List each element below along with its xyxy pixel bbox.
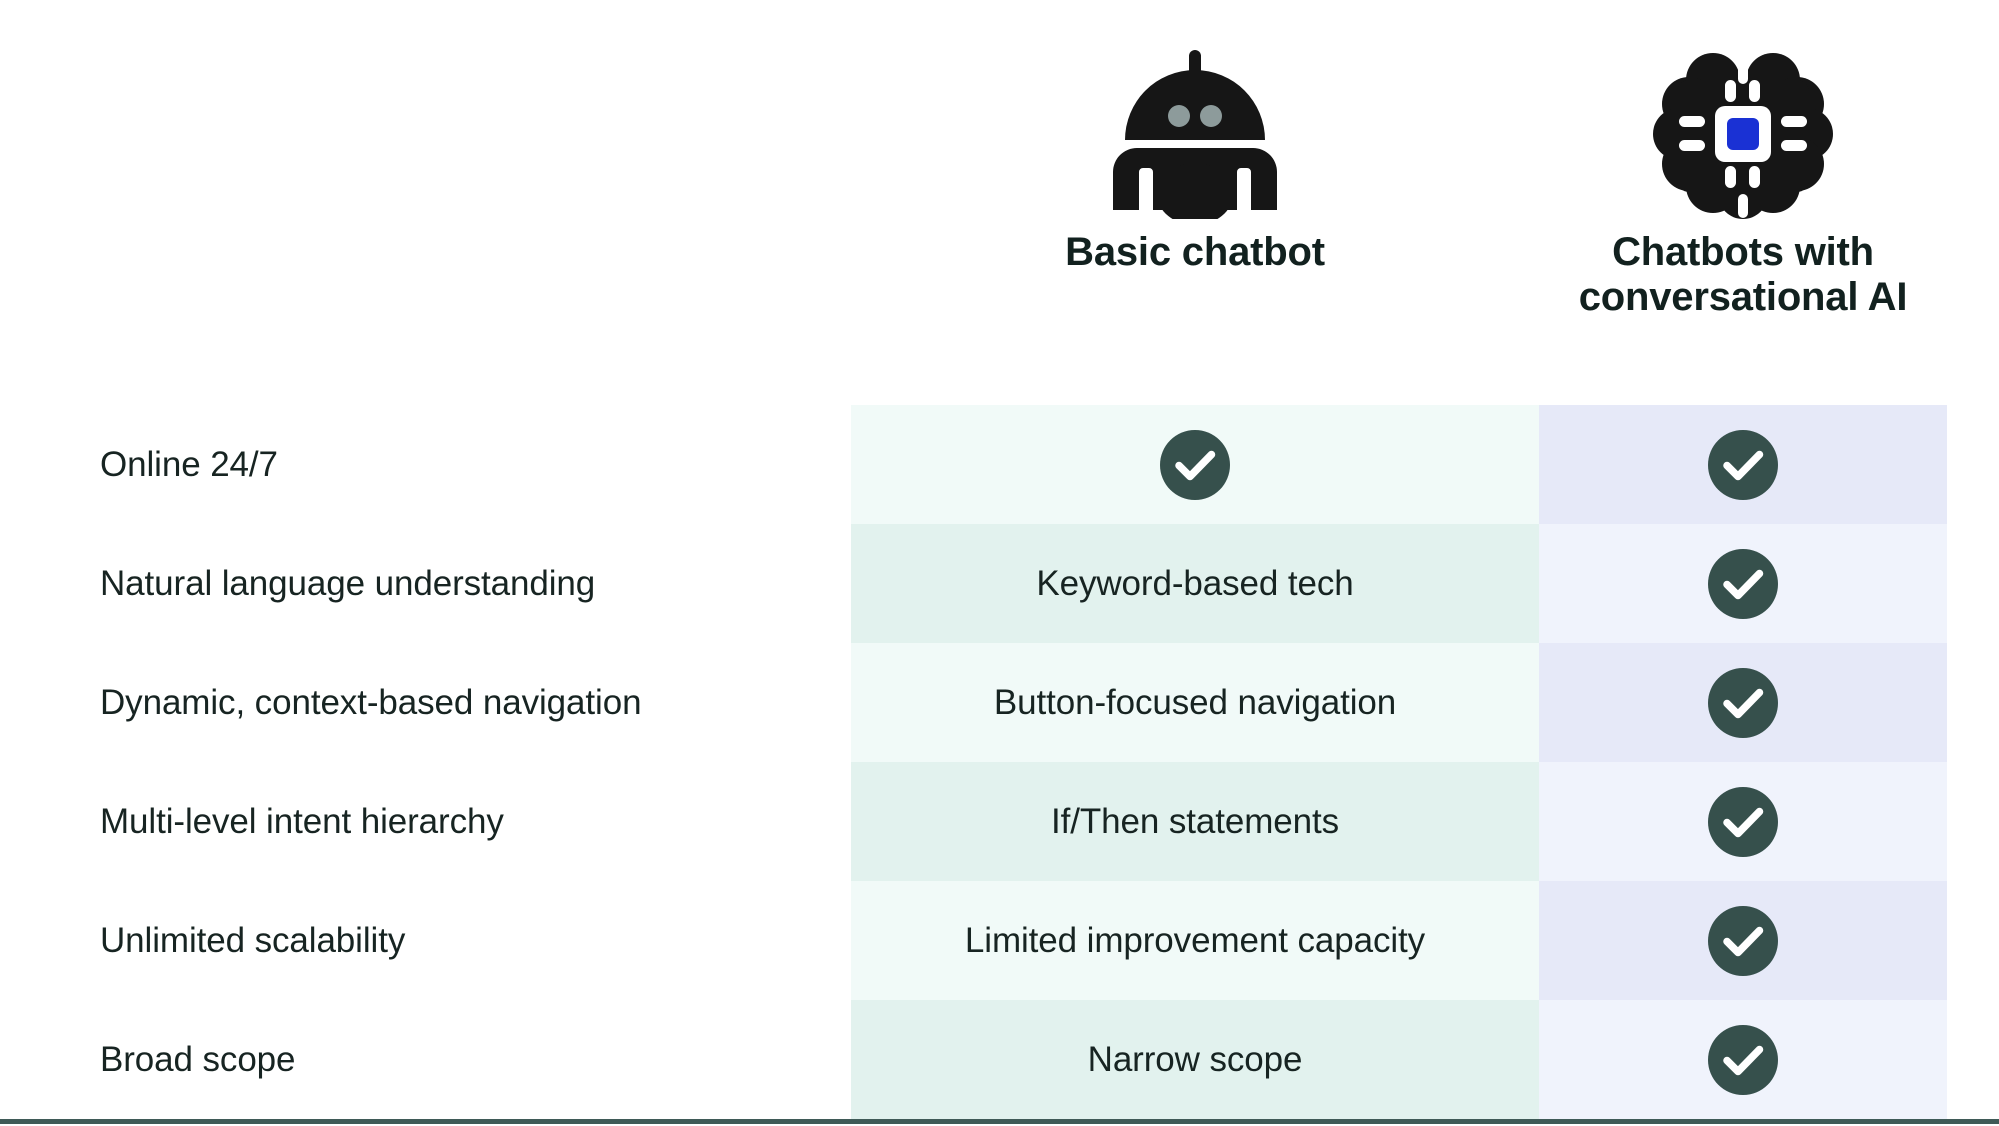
cell-conversational-ai: [1539, 762, 1947, 881]
feature-text: Unlimited scalability: [100, 920, 406, 960]
table-row: Online 24/7: [0, 405, 1999, 524]
feature-text: Online 24/7: [100, 444, 278, 484]
cell-conversational-ai: [1539, 881, 1947, 1000]
basic-chatbot-column-header: Basic chatbot: [851, 0, 1539, 405]
table-header-row: Basic chatbot: [0, 0, 1999, 405]
cell-conversational-ai: [1539, 524, 1947, 643]
basic-chatbot-title: Basic chatbot: [1065, 230, 1325, 274]
table-row: Broad scope Narrow scope: [0, 1000, 1999, 1119]
cell-basic-chatbot: If/Then statements: [851, 762, 1539, 881]
cell-conversational-ai: [1539, 1000, 1947, 1119]
feature-text: Natural language understanding: [100, 563, 596, 603]
cell-text: Button-focused navigation: [993, 682, 1397, 722]
check-icon: [1708, 905, 1778, 976]
feature-text: Multi-level intent hierarchy: [100, 801, 504, 841]
feature-text: Dynamic, context-based navigation: [100, 682, 642, 722]
cell-basic-chatbot: Limited improvement capacity: [851, 881, 1539, 1000]
cell-basic-chatbot: [851, 405, 1539, 524]
check-icon: [1160, 429, 1230, 500]
table-row: Multi-level intent hierarchy If/Then stat…: [0, 762, 1999, 881]
row-feature-label: Multi-level intent hierarchy: [0, 762, 851, 881]
cell-conversational-ai: [1539, 405, 1947, 524]
feature-column-header: [0, 0, 851, 405]
check-icon: [1708, 429, 1778, 500]
bottom-divider: [0, 1119, 1999, 1124]
cell-conversational-ai: [1539, 643, 1947, 762]
cell-text: Limited improvement capacity: [964, 920, 1426, 960]
row-feature-label: Unlimited scalability: [0, 881, 851, 1000]
row-feature-label: Online 24/7: [0, 405, 851, 524]
table-row: Unlimited scalability Limited improvement…: [0, 881, 1999, 1000]
row-feature-label: Natural language understanding: [0, 524, 851, 643]
check-icon: [1708, 786, 1778, 857]
cell-text: If/Then statements: [1050, 801, 1340, 841]
conversational-ai-title-line2: conversational AI: [1578, 274, 1908, 319]
conversational-ai-column-header: Chatbots with conversational AI: [1539, 0, 1947, 405]
check-icon: [1708, 548, 1778, 619]
cell-text: Keyword-based tech: [1036, 563, 1354, 603]
cell-basic-chatbot: Keyword-based tech: [851, 524, 1539, 643]
cell-text: Narrow scope: [1087, 1039, 1303, 1079]
cell-basic-chatbot: Narrow scope: [851, 1000, 1539, 1119]
conversational-ai-title-line1: Chatbots with: [1612, 230, 1874, 274]
table-row: Natural language understanding Keyword-ba…: [0, 524, 1999, 643]
brain-chip-icon: [1653, 36, 1833, 226]
check-icon: [1708, 667, 1778, 738]
row-feature-label: Broad scope: [0, 1000, 851, 1119]
cell-basic-chatbot: Button-focused navigation: [851, 643, 1539, 762]
check-icon: [1708, 1024, 1778, 1095]
conversational-ai-title: Chatbots with conversational AI: [1579, 230, 1908, 320]
feature-text: Broad scope: [100, 1039, 296, 1079]
robot-icon: [1105, 36, 1285, 226]
row-feature-label: Dynamic, context-based navigation: [0, 643, 851, 762]
table-row: Dynamic, context-based navigation Button-…: [0, 643, 1999, 762]
